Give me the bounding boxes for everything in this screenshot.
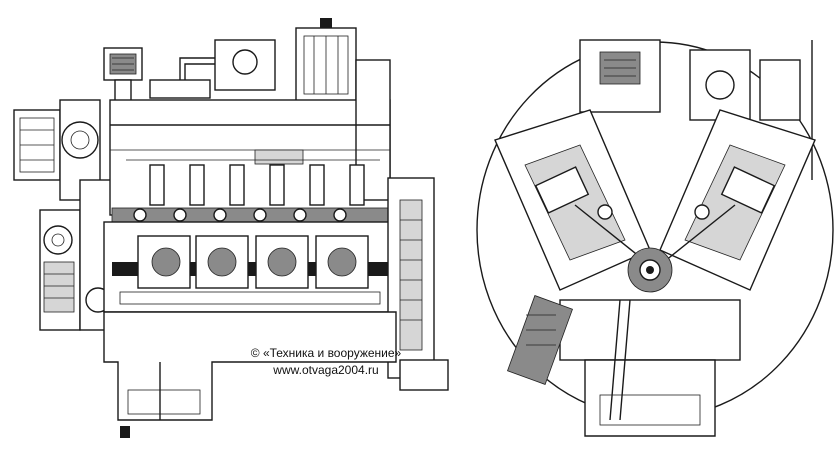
lower-case [507,295,741,437]
front-cross-section-view [476,39,834,437]
engine-block [109,59,403,223]
carburetor-assembly [103,18,357,109]
crankshaft [103,221,395,313]
top-manifold [579,39,813,180]
crank-center [627,247,673,293]
copyright-caption: © «Техника и вооружение» www.otvaga2004.… [236,345,416,379]
side-cutaway-view [13,18,449,438]
website-link[interactable]: www.otvaga2004.ru [273,363,379,377]
copyright-text: © «Техника и вооружение» [250,346,402,360]
oil-pan [103,311,397,438]
front-accessories [13,99,117,331]
